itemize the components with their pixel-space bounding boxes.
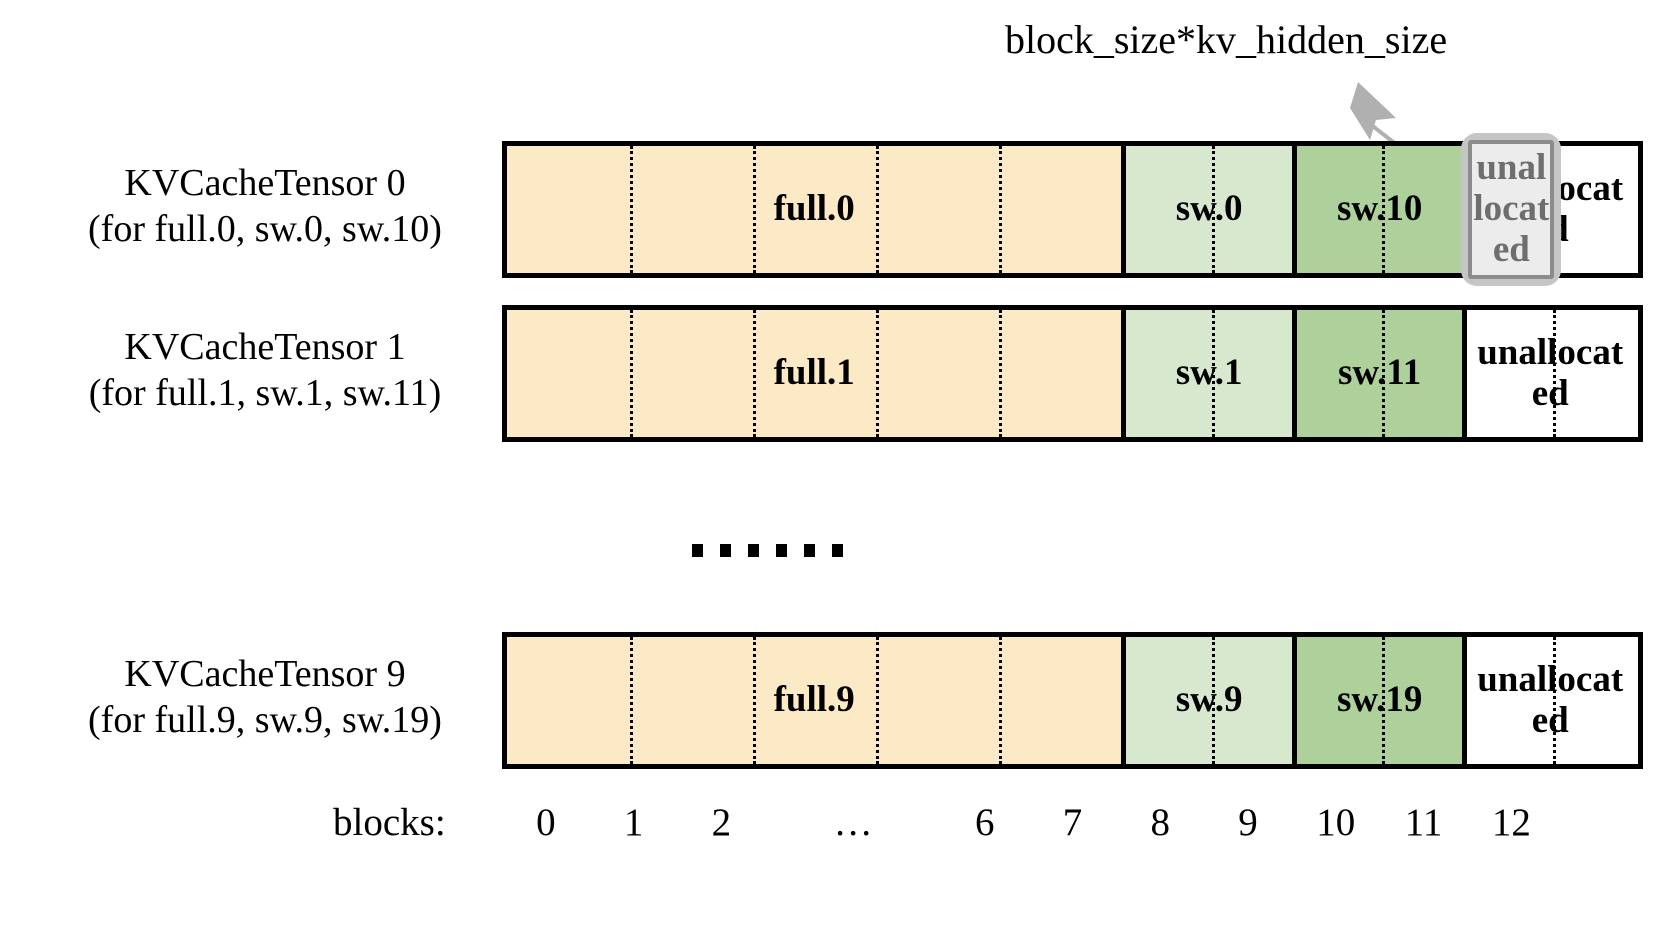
kv-cache-tensor-bar[interactable]: full.9 sw.9 sw.19 unallocated xyxy=(502,632,1643,769)
ellipsis-dot xyxy=(692,544,703,557)
block-divider xyxy=(875,310,879,437)
block-divider xyxy=(998,310,1002,437)
block-divider xyxy=(752,637,756,764)
tensor-row-label: KVCacheTensor 9(for full.9, sw.9, sw.19) xyxy=(40,651,490,744)
block-divider xyxy=(998,146,1002,273)
tensor-row-title: KVCacheTensor 0 xyxy=(124,161,406,204)
axis-tick-label: 10 xyxy=(1316,801,1356,844)
tensor-segment-label: unallocated xyxy=(1477,331,1624,414)
axis-tick-label: 12 xyxy=(1491,801,1531,844)
axis-title: blocks: xyxy=(333,801,446,844)
tensor-row-label: KVCacheTensor 1(for full.1, sw.1, sw.11) xyxy=(40,324,490,417)
tensor-segment[interactable]: full.0 xyxy=(507,146,1122,273)
tensor-row-title: KVCacheTensor 9 xyxy=(124,652,406,695)
axis-tick-label: 6 xyxy=(974,801,995,844)
tensor-segment[interactable]: sw.11 xyxy=(1291,310,1463,437)
tensor-segment[interactable]: unallocated xyxy=(1462,310,1633,437)
tensor-segment[interactable]: unallocated xyxy=(1462,637,1633,764)
rows-ellipsis xyxy=(692,544,843,557)
block-divider xyxy=(629,146,633,273)
tensor-segment-label: sw.0 xyxy=(1175,188,1243,230)
annotation-label: block_size*kv_hidden_size xyxy=(1005,17,1448,62)
tensor-row-label: KVCacheTensor 0(for full.0, sw.0, sw.10) xyxy=(40,160,490,253)
tensor-segment-label: full.0 xyxy=(773,188,855,230)
tensor-row-title: KVCacheTensor 1 xyxy=(124,325,406,368)
kv-cache-tensor-bar[interactable]: full.0 sw.0 sw.10 unallocated xyxy=(502,141,1643,278)
axis-tick-label: 7 xyxy=(1062,801,1083,844)
tensor-segment-label: sw.11 xyxy=(1338,352,1422,394)
axis-tick-label: 11 xyxy=(1404,801,1443,844)
ellipsis-dot xyxy=(832,544,843,557)
tensor-row-subtitle: (for full.9, sw.9, sw.19) xyxy=(88,698,442,741)
axis-tick-label: 9 xyxy=(1238,801,1258,844)
tensor-segment-label: full.1 xyxy=(773,352,855,394)
tensor-segment[interactable]: sw.0 xyxy=(1121,146,1292,273)
block-divider xyxy=(752,310,756,437)
tensor-segment-label: unallocated xyxy=(1477,658,1624,741)
block-divider xyxy=(875,637,879,764)
tensor-segment-label: sw.10 xyxy=(1337,188,1423,230)
tensor-segment[interactable]: sw.19 xyxy=(1291,637,1463,764)
axis-tick-label: 8 xyxy=(1150,801,1171,844)
ellipsis-dot xyxy=(748,544,759,557)
block-divider xyxy=(629,637,633,764)
block-divider xyxy=(629,310,633,437)
ellipsis-dot xyxy=(720,544,731,557)
tensor-row-subtitle: (for full.0, sw.0, sw.10) xyxy=(88,207,442,250)
ellipsis-dot xyxy=(804,544,815,557)
tensor-segment-label: sw.19 xyxy=(1337,679,1423,721)
tensor-segment[interactable]: full.9 xyxy=(507,637,1122,764)
tensor-segment[interactable]: sw.9 xyxy=(1121,637,1292,764)
axis-tick-label: … xyxy=(833,801,873,844)
highlighted-block[interactable]: unallocated xyxy=(1461,133,1562,286)
tensor-segment[interactable]: sw.1 xyxy=(1121,310,1292,437)
block-divider xyxy=(875,146,879,273)
tensor-segment-label: sw.1 xyxy=(1175,352,1243,394)
tensor-row-subtitle: (for full.1, sw.1, sw.11) xyxy=(88,371,442,414)
ellipsis-dot xyxy=(776,544,787,557)
tensor-segment-label: full.9 xyxy=(773,679,855,721)
axis-tick-label: 0 xyxy=(536,801,556,844)
kv-cache-tensor-bar[interactable]: full.1 sw.1 sw.11 unallocated xyxy=(502,305,1643,442)
tensor-segment-label: sw.9 xyxy=(1175,679,1243,721)
highlighted-block-label: unallocated xyxy=(1468,140,1555,279)
block-divider xyxy=(998,637,1002,764)
tensor-segment[interactable]: sw.10 xyxy=(1291,146,1463,273)
tensor-segment[interactable]: full.1 xyxy=(507,310,1122,437)
axis-tick-label: 2 xyxy=(711,801,732,844)
axis-tick-label: 1 xyxy=(623,801,644,844)
block-divider xyxy=(752,146,756,273)
